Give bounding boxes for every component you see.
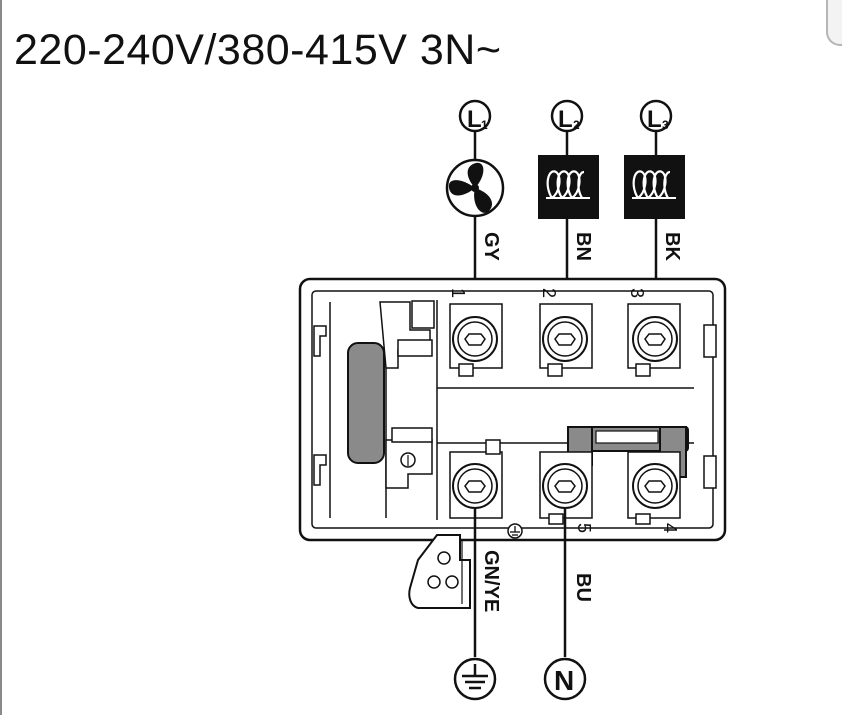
neutral-letter: N <box>554 665 574 696</box>
heating-coil-icon <box>624 155 685 219</box>
screw-terminal-4 <box>627 451 681 525</box>
earth-mark-icon <box>507 523 523 539</box>
screw-terminal-earth <box>449 439 503 519</box>
earth-ground-icon <box>453 657 497 701</box>
wire-label-bu: BU <box>572 573 594 602</box>
wire-label-bn: BN <box>572 232 594 261</box>
terminal-block <box>298 277 727 542</box>
screw-number-5: 5 <box>574 523 594 533</box>
corner-decoration <box>826 0 842 46</box>
wire-label-bk: BK <box>661 232 683 261</box>
l3-subscript: 3 <box>662 118 669 132</box>
l2-subscript: 2 <box>573 118 580 132</box>
heating-coil-icon <box>538 155 599 219</box>
screw-number-4: 4 <box>660 523 680 533</box>
screw-number-1: 1 <box>448 288 468 298</box>
screw-terminal-1 <box>449 303 503 377</box>
l1-terminal-symbol: L 1 <box>458 99 492 133</box>
left-border <box>0 0 2 715</box>
bridge-link <box>567 426 689 478</box>
screw-terminal-5 <box>539 451 593 525</box>
l2-letter: L <box>558 106 573 133</box>
screw-number-3: 3 <box>627 288 647 298</box>
neutral-terminal-symbol: N <box>543 657 587 701</box>
screw-terminal-3 <box>627 303 681 377</box>
voltage-title: 220-240V/380-415V 3N~ <box>14 26 502 74</box>
l1-subscript: 1 <box>481 118 488 132</box>
l3-letter: L <box>647 106 662 133</box>
screw-number-2: 2 <box>539 288 559 298</box>
fan-icon <box>445 158 505 218</box>
l3-terminal-symbol: L 3 <box>639 99 673 133</box>
screw-terminal-2 <box>539 303 593 377</box>
wire-label-gnye: GN/YE <box>480 550 502 612</box>
wire-label-gy: GY <box>480 232 502 262</box>
l2-terminal-symbol: L 2 <box>550 99 584 133</box>
earth-bracket <box>408 534 471 609</box>
l1-letter: L <box>467 106 482 133</box>
